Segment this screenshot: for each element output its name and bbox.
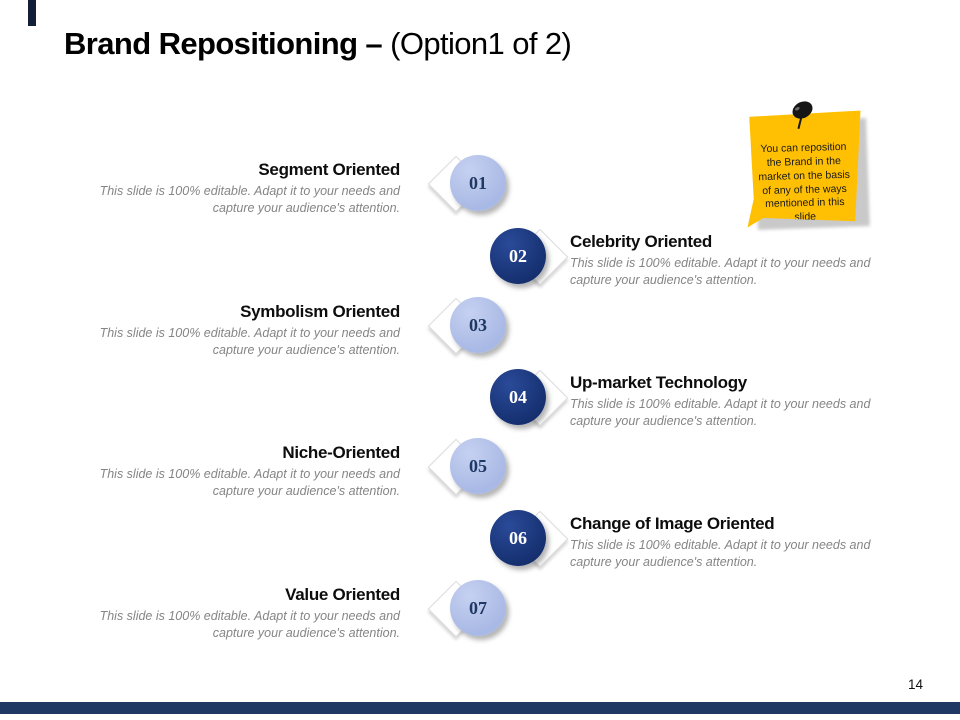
diamond-accent (427, 580, 485, 638)
diamond-accent (511, 369, 569, 427)
item-number-badge: 03 (450, 297, 506, 353)
item-description: This slide is 100% editable. Adapt it to… (99, 326, 400, 357)
item-title: Value Oriented (285, 585, 400, 604)
item-badge: 03 (427, 297, 506, 355)
item-text-block: Up-market Technology This slide is 100% … (570, 373, 880, 429)
item-title: Niche-Oriented (282, 443, 400, 462)
item-title: Symbolism Oriented (240, 302, 400, 321)
item-description: This slide is 100% editable. Adapt it to… (570, 538, 871, 569)
item-badge: 07 (427, 580, 506, 638)
item-title: Segment Oriented (258, 160, 400, 179)
item-description: This slide is 100% editable. Adapt it to… (99, 467, 400, 498)
item-title: Up-market Technology (570, 373, 747, 392)
item-description: This slide is 100% editable. Adapt it to… (570, 256, 871, 287)
pushpin-head (789, 98, 816, 122)
corner-accent-bar (28, 0, 36, 26)
item-badge: 02 (490, 228, 569, 286)
item-text-block: Niche-Oriented This slide is 100% editab… (55, 443, 401, 499)
item-text-block: Celebrity Oriented This slide is 100% ed… (570, 232, 880, 288)
diamond-accent (427, 155, 485, 213)
sticky-note-text: You can reposition the Brand in the mark… (758, 140, 851, 224)
item-number-badge: 05 (450, 438, 506, 494)
title-option: (Option1 of 2) (390, 26, 572, 61)
item-badge: 06 (490, 510, 569, 568)
page-title: Brand Repositioning – (Option1 of 2) (64, 26, 572, 62)
page-number: 14 (908, 677, 924, 692)
item-text-block: Value Oriented This slide is 100% editab… (55, 585, 401, 641)
title-main: Brand Repositioning – (64, 26, 383, 61)
item-description: This slide is 100% editable. Adapt it to… (99, 184, 400, 215)
item-number-badge: 02 (490, 228, 546, 284)
item-text-block: Segment Oriented This slide is 100% edit… (55, 160, 401, 216)
item-description: This slide is 100% editable. Adapt it to… (570, 397, 871, 428)
item-number-badge: 07 (450, 580, 506, 636)
item-title: Celebrity Oriented (570, 232, 712, 251)
item-number-badge: 06 (490, 510, 546, 566)
item-badge: 01 (427, 155, 506, 213)
item-number-badge: 04 (490, 369, 546, 425)
diamond-accent (511, 228, 569, 286)
diamond-accent (427, 297, 485, 355)
diamond-accent (427, 438, 485, 496)
item-badge: 04 (490, 369, 569, 427)
item-text-block: Symbolism Oriented This slide is 100% ed… (55, 302, 401, 358)
item-number-badge: 01 (450, 155, 506, 211)
diamond-accent (511, 510, 569, 568)
pushpin-icon (784, 98, 824, 136)
item-text-block: Change of Image Oriented This slide is 1… (570, 514, 880, 570)
item-description: This slide is 100% editable. Adapt it to… (99, 609, 400, 640)
footer-accent-bar (0, 702, 960, 714)
item-badge: 05 (427, 438, 506, 496)
item-title: Change of Image Oriented (570, 514, 775, 533)
